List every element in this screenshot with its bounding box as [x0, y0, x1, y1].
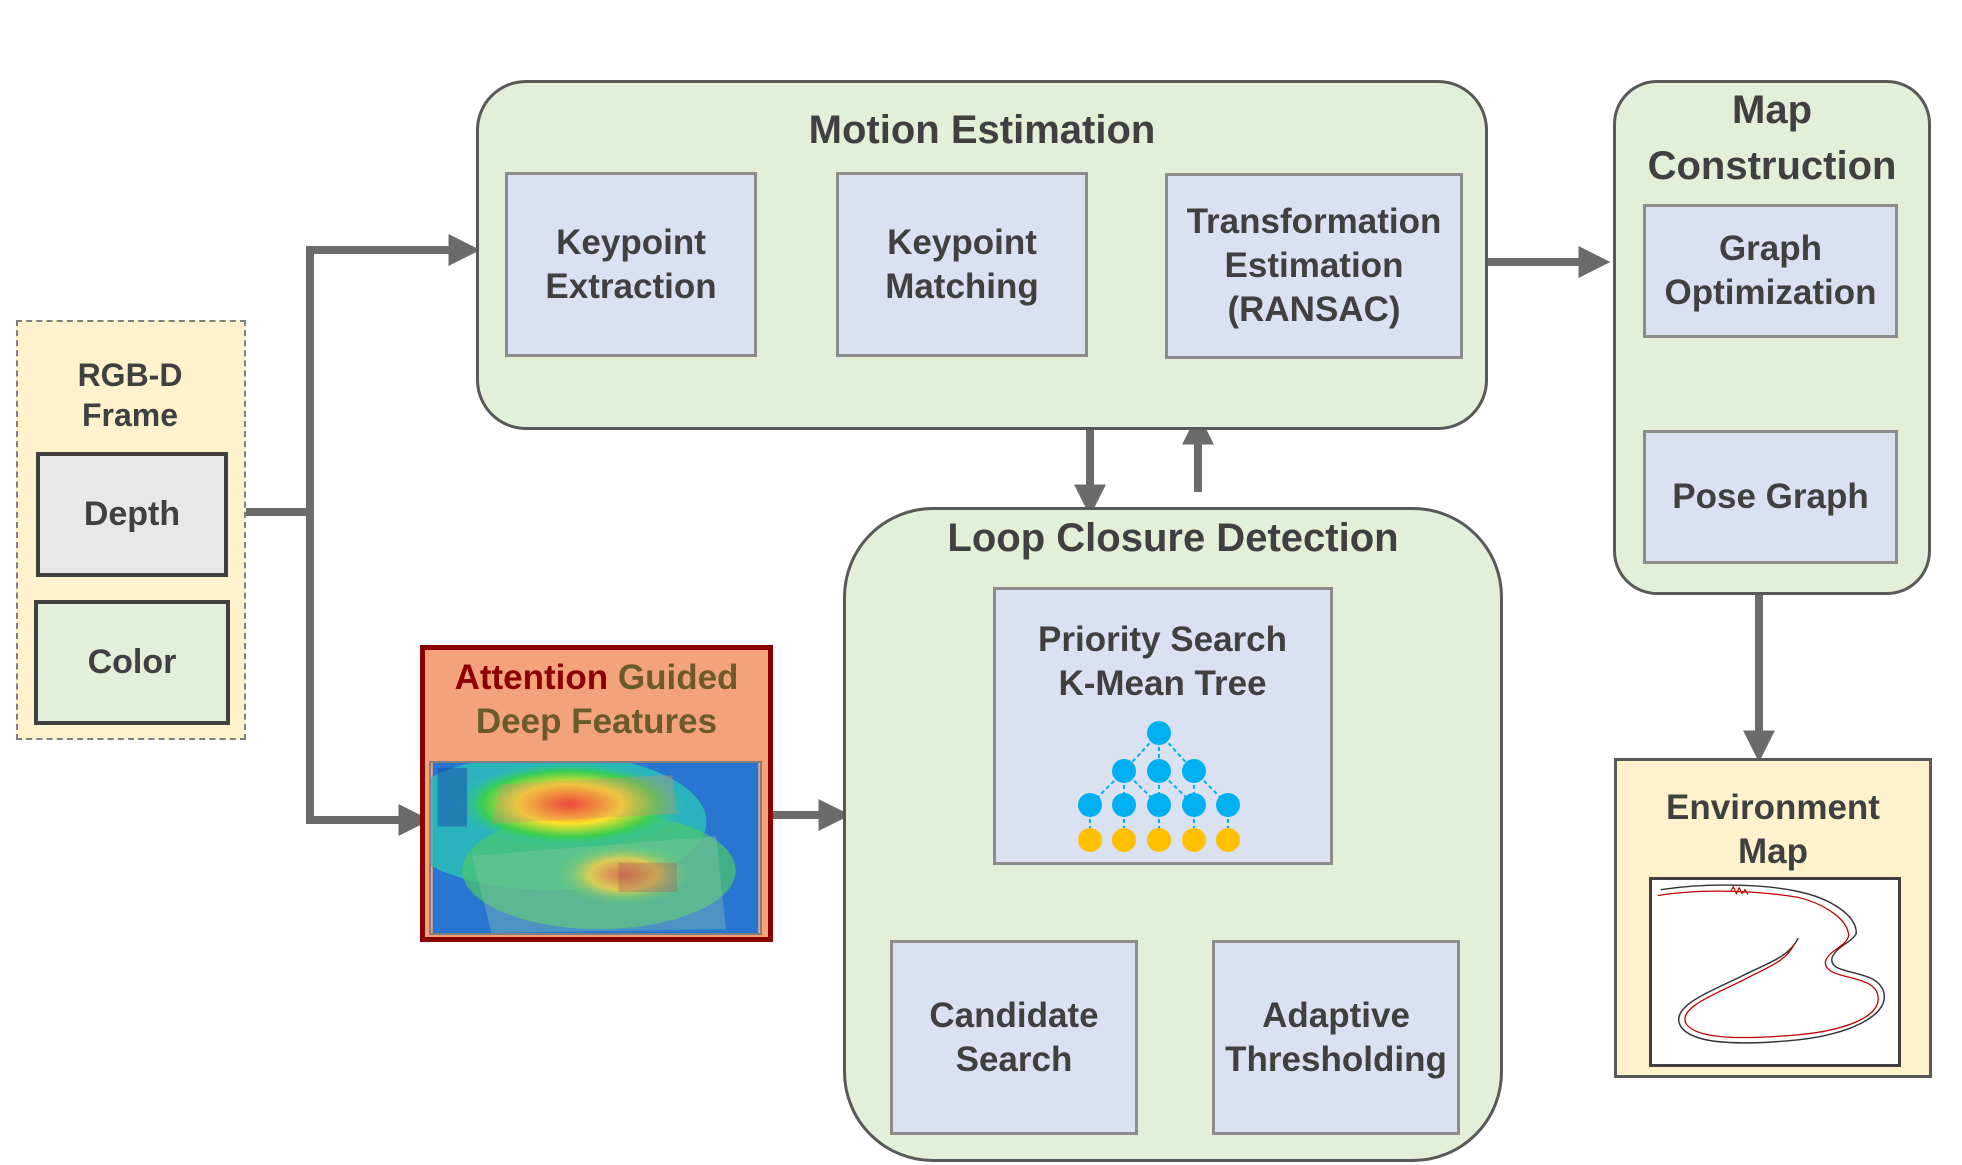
attention-word: Attention — [454, 658, 609, 698]
transformation-estimation-box: Transformation Estimation (RANSAC) — [1165, 173, 1463, 359]
priority-search-label: Priority Search K-Mean Tree — [1038, 620, 1287, 703]
candidate-search-box: Candidate Search — [890, 940, 1138, 1135]
color-box: Color — [34, 600, 230, 725]
environment-map-title: Environment Map — [1666, 788, 1880, 871]
trajectory-map-image — [1649, 877, 1901, 1067]
map-construction-title: Map Construction — [1647, 88, 1897, 188]
pose-graph-box: Pose Graph — [1643, 430, 1898, 564]
loop-closure-title: Loop Closure Detection — [947, 516, 1399, 560]
adaptive-thresholding-box: Adaptive Thresholding — [1212, 940, 1460, 1135]
keypoint-matching-box: Keypoint Matching — [836, 172, 1088, 357]
heatmap-image — [429, 761, 762, 935]
arrow-rgbd-to-motion — [306, 234, 481, 512]
attention-features-title: Attention Guided Deep Features — [425, 650, 768, 750]
graph-optimization-box: Graph Optimization — [1643, 204, 1898, 338]
rgbd-frame-title: RGB-D Frame — [77, 357, 183, 433]
depth-box: Depth — [36, 452, 228, 577]
arrow-rgbd-to-attention — [306, 512, 431, 836]
kmeans-tree-icon — [1078, 721, 1240, 852]
guided-word: Guided — [617, 658, 739, 698]
keypoint-extraction-box: Keypoint Extraction — [505, 172, 757, 357]
deep-features-word: Deep Features — [475, 702, 718, 741]
motion-estimation-title: Motion Estimation — [808, 108, 1156, 152]
